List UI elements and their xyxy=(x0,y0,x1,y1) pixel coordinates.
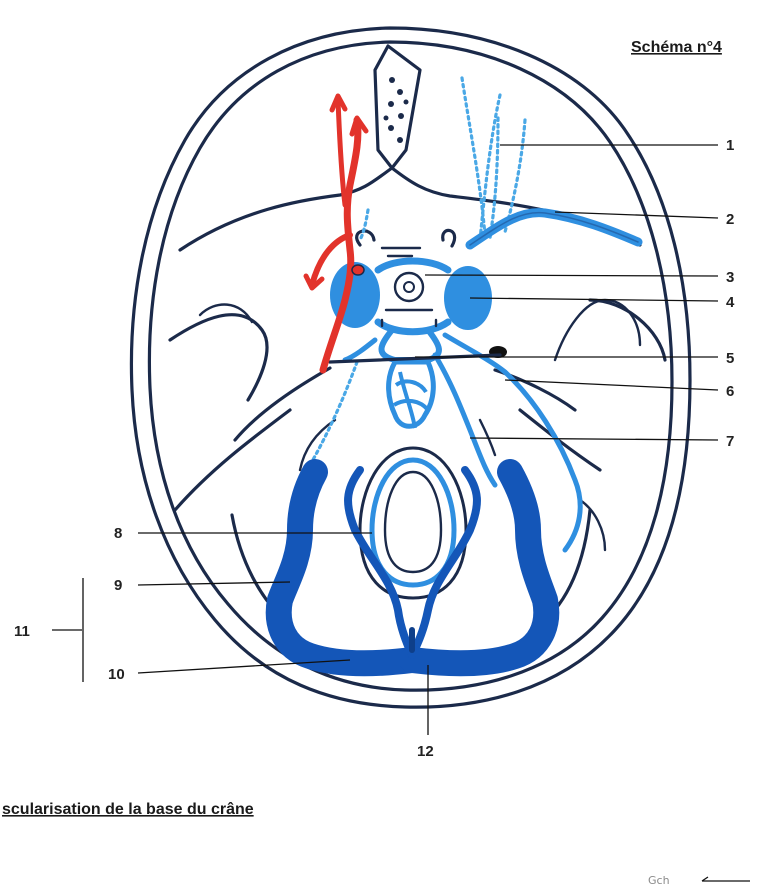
diagram-caption: scularisation de la base du crâne xyxy=(2,801,254,818)
label-5: 5 xyxy=(726,350,734,367)
label-6: 6 xyxy=(726,383,734,400)
label-12: 12 xyxy=(417,743,434,760)
label-4: 4 xyxy=(726,294,735,311)
label-3: 3 xyxy=(726,269,734,286)
diagram-title: Schéma n°4 xyxy=(631,39,722,56)
label-8: 8 xyxy=(114,525,122,542)
label-7: 7 xyxy=(726,433,734,450)
label-1: 1 xyxy=(726,137,734,154)
transverse-and-sigmoid-sinuses xyxy=(279,470,547,663)
foramen-magnum xyxy=(360,448,466,598)
carotid-siphon-mark xyxy=(352,265,364,275)
label-2: 2 xyxy=(726,211,734,228)
label-10: 10 xyxy=(108,666,125,683)
label-11: 11 xyxy=(14,623,30,640)
orientation-note: Gch xyxy=(648,874,670,887)
skull-outline xyxy=(131,28,690,707)
label-9: 9 xyxy=(114,577,122,594)
